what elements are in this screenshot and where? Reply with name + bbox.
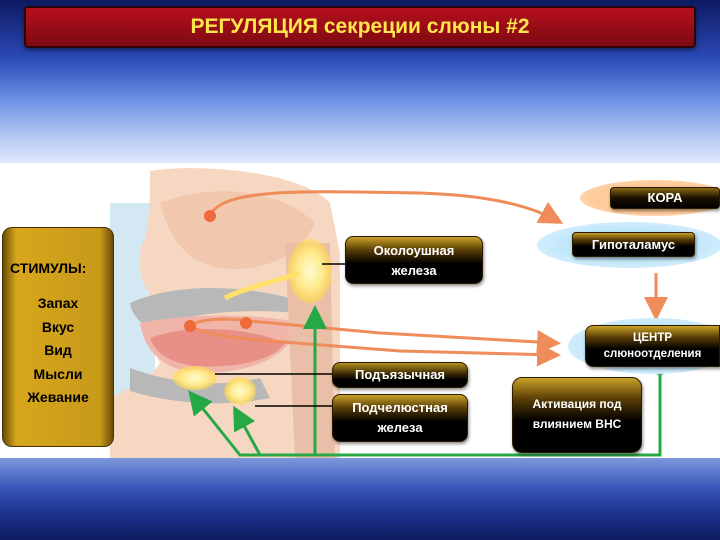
stimulus-item: Запах (37, 295, 79, 311)
submandibular-gland (224, 377, 256, 405)
parotid-gland-label: Околоушная железа (345, 236, 483, 284)
submandibular-efferent-arrow (233, 405, 300, 457)
tongue-receptor-dot-2 (240, 317, 252, 329)
nose-receptor-dot (204, 210, 216, 222)
cortex-afferent-arrow (208, 190, 564, 224)
head-illustration (110, 168, 668, 458)
stimuli-box: СТИМУЛЫ: Запах Вкус Вид Мысли Жевание (2, 227, 114, 447)
salivation-center-label: ЦЕНТР слюноотделения (585, 325, 720, 367)
ans-activation-label: Активация под влиянием ВНС (512, 377, 642, 453)
taste-afferent-arrow-2 (189, 324, 561, 367)
nasal-cavity (160, 191, 315, 269)
stimulus-item: Вкус (41, 318, 75, 335)
sublingual-gland-label: Подъязычная (332, 362, 468, 388)
stimulus-item: Мысли (33, 365, 83, 382)
diagram-panel (0, 163, 720, 458)
stimulus-item: Жевание (27, 389, 89, 405)
stimulus-item: Вид (44, 342, 72, 358)
parotid-duct (223, 270, 301, 301)
slide-title: РЕГУЛЯЦИЯ секреции слюны #2 (24, 6, 696, 48)
submandibular-gland-label: Подчелюстная железа (332, 394, 468, 442)
parotid-gland (288, 239, 332, 303)
tongue-receptor-dot-1 (184, 320, 196, 332)
sublingual-gland (173, 366, 217, 390)
parotid-efferent-arrow (303, 305, 662, 457)
cortex-label: КОРА (610, 187, 720, 209)
palate (130, 287, 300, 328)
stimuli-heading: СТИМУЛЫ: (10, 260, 87, 276)
hypothalamus-label: Гипоталамус (572, 232, 695, 257)
background-bottom (0, 458, 720, 540)
